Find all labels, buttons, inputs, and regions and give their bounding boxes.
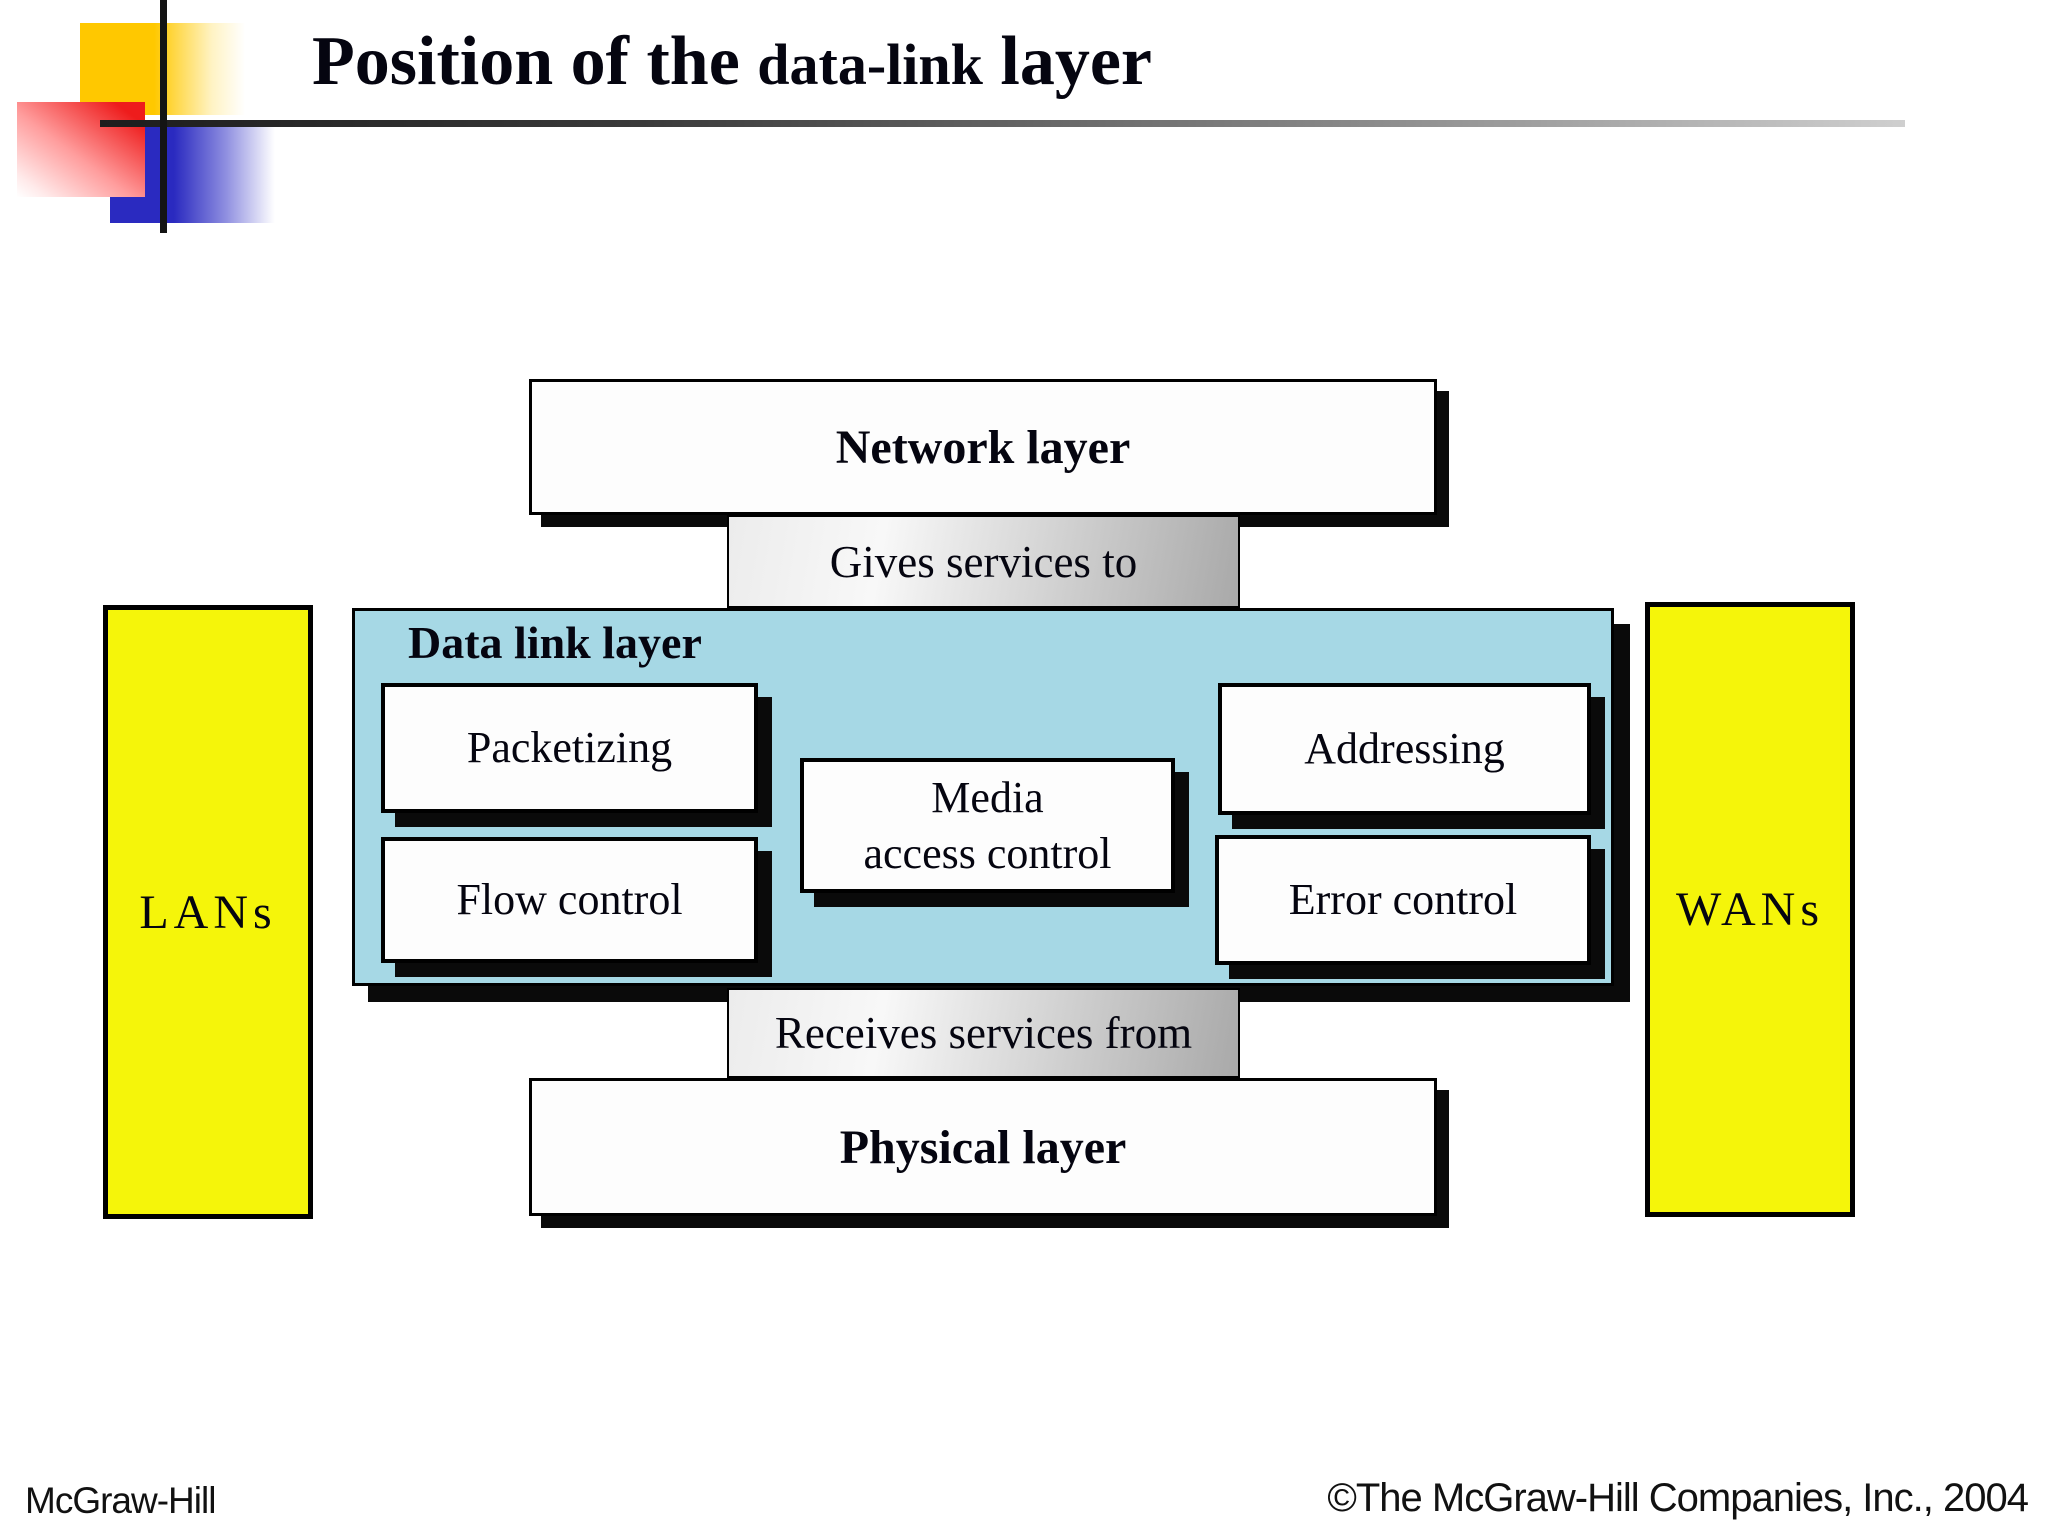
addressing-box: Addressing — [1218, 683, 1605, 829]
gives-services-band: Gives services to — [727, 515, 1240, 608]
addressing-face: Addressing — [1218, 683, 1591, 815]
physical-layer-label: Physical layer — [839, 1120, 1127, 1174]
title-part-2: data-link — [757, 32, 983, 97]
media-access-control-line1: Media — [931, 772, 1044, 822]
network-layer-label: Network layer — [835, 420, 1131, 474]
packetizing-label: Packetizing — [466, 723, 673, 772]
error-control-label: Error control — [1288, 875, 1518, 924]
error-control-face: Error control — [1215, 835, 1591, 965]
network-layer-box: Network layer — [529, 379, 1437, 515]
flow-control-face: Flow control — [381, 837, 758, 963]
lans-box: LANs — [103, 605, 313, 1219]
gives-services-label: Gives services to — [829, 536, 1138, 587]
flow-control-label: Flow control — [456, 875, 683, 924]
packetizing-box: Packetizing — [381, 683, 772, 827]
wans-label: WANs — [1676, 883, 1824, 936]
physical-layer-box: Physical layer — [529, 1078, 1437, 1216]
wans-box: WANs — [1645, 602, 1855, 1217]
receives-services-label: Receives services from — [774, 1008, 1193, 1058]
media-access-control-box: Media access control — [800, 758, 1189, 907]
media-access-control-face: Media access control — [800, 758, 1175, 893]
lans-label: LANs — [139, 885, 277, 939]
title-part-1: Position of the — [312, 23, 758, 100]
packetizing-face: Packetizing — [381, 683, 758, 813]
footer-publisher: McGraw-Hill — [25, 1480, 216, 1521]
data-link-layer-box: Data link layer Packetizing Flow control… — [352, 608, 1614, 986]
title-horizontal-rule — [100, 120, 1905, 127]
footer-copyright: ©The McGraw-Hill Companies, Inc., 2004 — [1327, 1476, 2029, 1520]
decor-vertical-line — [160, 0, 167, 233]
media-access-control-line2: access control — [863, 828, 1112, 878]
flow-control-box: Flow control — [381, 837, 772, 977]
data-link-layer-label: Data link layer — [408, 617, 702, 668]
receives-services-band: Receives services from — [727, 988, 1240, 1078]
addressing-label: Addressing — [1304, 724, 1505, 773]
title-part-3: layer — [982, 23, 1152, 100]
decor-red-square — [17, 102, 145, 197]
page-title: Position of the data-link layer — [312, 14, 1152, 128]
error-control-box: Error control — [1215, 835, 1605, 979]
